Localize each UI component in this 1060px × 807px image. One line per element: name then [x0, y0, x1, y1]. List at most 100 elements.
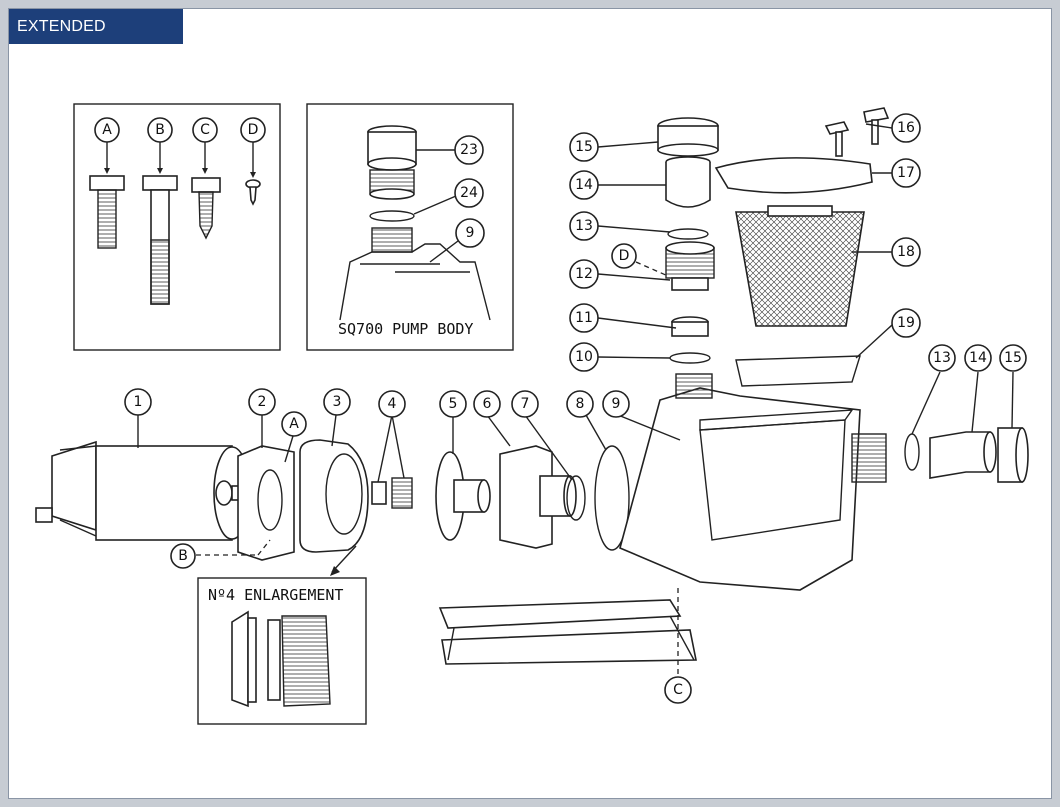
svg-text:9: 9	[466, 225, 475, 241]
o-ring-10	[669, 352, 711, 364]
svg-text:3: 3	[333, 394, 342, 410]
svg-text:10: 10	[575, 349, 593, 365]
pump-body-inset	[306, 103, 514, 351]
svg-text:8: 8	[576, 396, 585, 412]
svg-text:1: 1	[134, 394, 143, 410]
gasket-19	[735, 355, 861, 387]
svg-text:4: 4	[388, 396, 397, 412]
base	[438, 599, 697, 665]
motor	[35, 440, 251, 541]
mechanical-seal	[371, 477, 413, 509]
callout-c-main: C	[664, 676, 692, 704]
callout-13-lid: 13	[569, 211, 599, 241]
bolt-a	[89, 142, 125, 249]
union-fitting	[367, 125, 417, 200]
seal-plate	[237, 445, 295, 561]
o-ring-13	[667, 228, 709, 240]
leader-lines	[137, 123, 1014, 676]
callout-14-lid: 14	[569, 170, 599, 200]
lid-17	[714, 157, 873, 194]
union-nut-15	[657, 117, 719, 157]
seal-face	[231, 610, 249, 708]
callout-b-main: B	[170, 543, 196, 569]
callout-2: 2	[248, 388, 276, 416]
union-12	[665, 241, 715, 291]
callout-7: 7	[511, 390, 539, 418]
basket-18	[735, 205, 865, 327]
inner-border	[8, 8, 1052, 799]
callout-4: 4	[378, 390, 406, 418]
svg-text:15: 15	[575, 139, 593, 155]
svg-text:B: B	[178, 548, 188, 564]
svg-text:13: 13	[933, 350, 951, 366]
svg-text:B: B	[155, 122, 165, 138]
svg-text:A: A	[289, 416, 299, 432]
callout-1: 1	[124, 388, 152, 416]
enlargement-box	[197, 577, 367, 725]
svg-text:23: 23	[460, 142, 478, 158]
pump-body	[619, 373, 887, 591]
svg-text:14: 14	[575, 177, 593, 193]
callout-5: 5	[439, 390, 467, 418]
screw-c	[191, 142, 221, 240]
diffuser	[499, 445, 577, 549]
callout-d-inset: D	[240, 117, 266, 143]
bolt-b	[142, 142, 178, 305]
fasteners-inset	[73, 103, 281, 351]
svg-text:C: C	[673, 682, 683, 698]
svg-text:5: 5	[449, 396, 458, 412]
impeller	[435, 451, 491, 541]
enlargement-inset	[197, 545, 367, 725]
pump-body-box	[306, 103, 514, 351]
callout-10: 10	[569, 342, 599, 372]
svg-text:D: D	[619, 248, 630, 264]
callout-a-inset: A	[94, 117, 120, 143]
diffuser-housing	[299, 439, 369, 553]
callout-16: 16	[891, 113, 921, 143]
callout-11: 11	[569, 303, 599, 333]
callout-9: 9	[602, 390, 630, 418]
adaptor-11	[671, 316, 709, 337]
svg-text:24: 24	[460, 185, 478, 201]
callout-15-lid: 15	[569, 132, 599, 162]
pump-body-neck	[339, 227, 491, 321]
svg-text:13: 13	[575, 218, 593, 234]
svg-text:2: 2	[258, 394, 267, 410]
seal-spring	[281, 615, 331, 707]
o-ring-7	[566, 475, 586, 521]
callout-12: 12	[569, 259, 599, 289]
o-ring-24	[369, 210, 415, 222]
callout-c-inset: C	[192, 117, 218, 143]
callout-3: 3	[323, 388, 351, 416]
svg-text:16: 16	[897, 120, 915, 136]
svg-text:15: 15	[1004, 350, 1022, 366]
svg-text:12: 12	[575, 266, 593, 282]
svg-text:7: 7	[521, 396, 530, 412]
svg-text:9: 9	[612, 396, 621, 412]
svg-text:18: 18	[897, 244, 915, 260]
knobs-16	[824, 107, 890, 157]
callout-19: 19	[891, 308, 921, 338]
callout-24: 24	[454, 178, 484, 208]
header-title: EXTENDED DIAGRAM	[9, 9, 183, 70]
svg-text:6: 6	[483, 396, 492, 412]
callout-9-inset: 9	[455, 218, 485, 248]
o-ring-8	[594, 445, 630, 551]
tail-14	[665, 156, 711, 208]
callout-8: 8	[566, 390, 594, 418]
lid-assembly	[657, 107, 890, 387]
pump-body-caption: SQ700 PUMP BODY	[338, 320, 473, 338]
svg-text:19: 19	[897, 315, 915, 331]
screw-d	[245, 142, 261, 206]
callout-18: 18	[891, 237, 921, 267]
tail-14-outlet	[929, 431, 997, 479]
svg-text:A: A	[102, 122, 112, 138]
callout-a-main: A	[281, 411, 307, 437]
callout-b-inset: B	[147, 117, 173, 143]
o-ring-13-outlet	[904, 433, 920, 471]
union-nut-15-outlet	[997, 427, 1029, 483]
callout-13-outlet: 13	[928, 344, 956, 372]
svg-text:D: D	[248, 122, 259, 138]
seal-ring	[267, 619, 281, 701]
